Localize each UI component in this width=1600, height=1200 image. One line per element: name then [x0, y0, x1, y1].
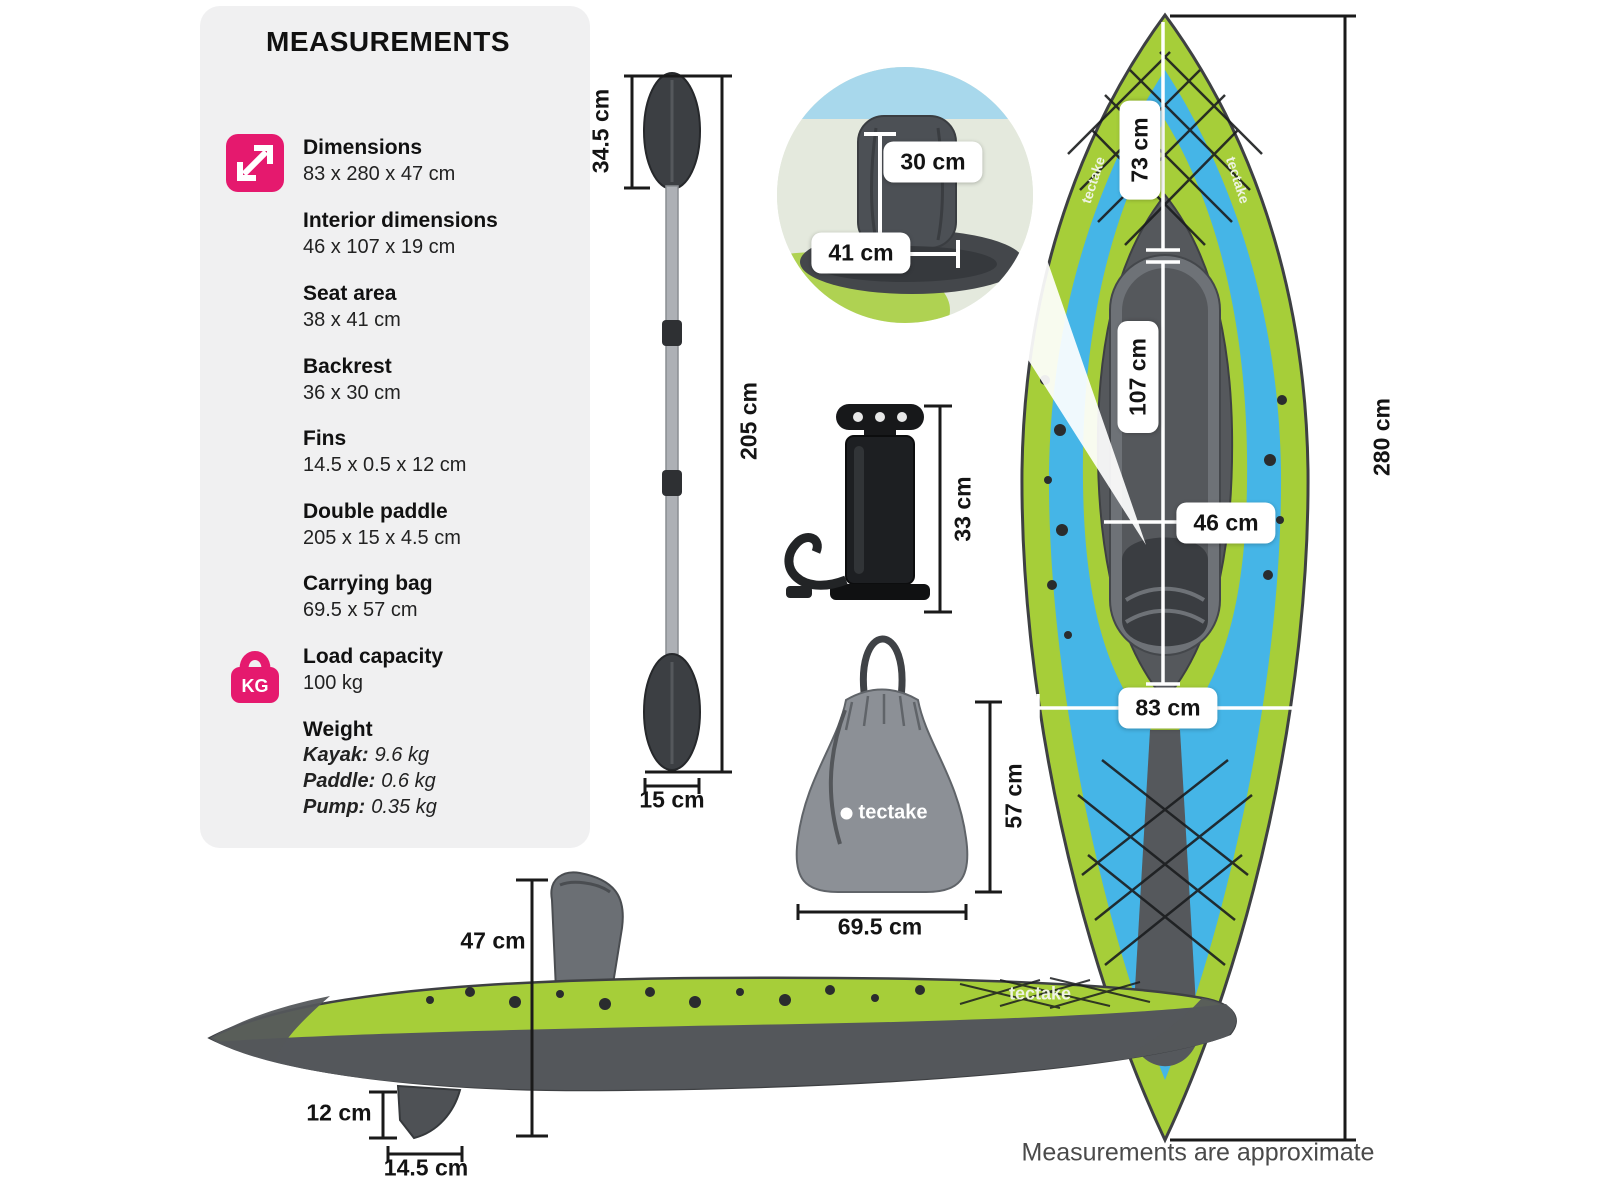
footer-note: Measurements are approximate — [1021, 1138, 1375, 1167]
label-bag-width: 69.5 cm — [837, 913, 923, 940]
bag-brand-logo: tectake — [840, 801, 928, 825]
spec-seat-area: Seat area 38 x 41 cm — [200, 282, 576, 333]
spec-value: 83 x 280 x 47 cm — [303, 163, 456, 186]
spec-fins: Fins 14.5 x 0.5 x 12 cm — [200, 427, 576, 478]
pump-measure-lines — [924, 404, 952, 614]
label-paddle-blade-width: 15 cm — [639, 786, 705, 813]
spec-label: Backrest — [303, 355, 392, 378]
spec-label: Dimensions — [303, 136, 423, 159]
label-paddle-blade-length: 34.5 cm — [587, 88, 614, 174]
label-cockpit-width: 46 cm — [1176, 502, 1276, 544]
spec-load-capacity: KG Load capacity 100 kg — [200, 645, 576, 703]
label-kayak-height: 47 cm — [460, 927, 526, 954]
spec-label: Weight — [303, 718, 373, 741]
tectake-logo-icon — [840, 807, 853, 819]
stern-netting — [1077, 759, 1253, 966]
pump-illustration — [784, 404, 930, 600]
label-cockpit-length: 107 cm — [1117, 320, 1159, 434]
spec-label: Seat area — [303, 282, 397, 305]
paddle-measure-lines — [624, 74, 732, 794]
spec-value: 100 kg — [303, 672, 364, 695]
side-netting — [959, 977, 1151, 1009]
kayak-top-view-illustration — [1020, 12, 1310, 1144]
spec-dimensions: Dimensions 83 x 280 x 47 cm — [200, 134, 576, 192]
weight-line-pump: Pump:0.35 kg — [303, 796, 437, 819]
kayak-white-measure-lines — [1036, 22, 1298, 722]
side-measure-lines — [369, 878, 548, 1162]
weight-line-paddle: Paddle:0.6 kg — [303, 770, 436, 793]
spec-interior-dimensions: Interior dimensions 46 x 107 x 19 cm — [200, 209, 576, 260]
panel-title: MEASUREMENTS — [266, 26, 511, 57]
spec-weight: Weight Kayak:9.6 kg Paddle:0.6 kg Pump:0… — [200, 718, 576, 820]
bag-measure-lines — [796, 700, 1002, 920]
kg-icon: KG — [226, 643, 286, 707]
kg-icon-text: KG — [242, 676, 269, 696]
bag-illustration — [795, 635, 969, 893]
label-pump-height: 33 cm — [949, 476, 976, 542]
dot-pattern-side — [426, 985, 925, 1010]
kayak-side-view-illustration — [207, 871, 1237, 1140]
label-seat-width: 41 cm — [811, 232, 911, 274]
dimensions-icon — [226, 134, 286, 198]
label-fin-height: 12 cm — [306, 1099, 372, 1126]
label-backrest-height: 30 cm — [883, 141, 983, 183]
spec-value: 14.5 x 0.5 x 12 cm — [303, 454, 467, 477]
label-kayak-length: 280 cm — [1368, 397, 1395, 477]
bag-brand-text: tectake — [858, 801, 928, 824]
fin — [396, 1084, 462, 1140]
label-bow-to-cockpit: 73 cm — [1119, 100, 1161, 200]
spec-label: Double paddle — [303, 500, 448, 523]
kayak-length-measure-line — [1170, 14, 1356, 1142]
spec-label: Load capacity — [303, 645, 444, 668]
label-fin-length: 14.5 cm — [383, 1154, 469, 1181]
spec-value: 69.5 x 57 cm — [303, 599, 418, 622]
spec-carrying-bag: Carrying bag 69.5 x 57 cm — [200, 572, 576, 623]
spec-backrest: Backrest 36 x 30 cm — [200, 355, 576, 406]
dot-pattern — [1040, 375, 1287, 639]
spec-double-paddle: Double paddle 205 x 15 x 4.5 cm — [200, 500, 576, 551]
spec-value: 205 x 15 x 4.5 cm — [303, 527, 461, 550]
spec-label: Interior dimensions — [303, 209, 498, 232]
spec-value: 46 x 107 x 19 cm — [303, 236, 456, 259]
weight-line-kayak: Kayak:9.6 kg — [303, 744, 430, 767]
label-bag-height: 57 cm — [1000, 763, 1027, 829]
label-paddle-total-length: 205 cm — [735, 381, 762, 461]
spec-value: 38 x 41 cm — [303, 309, 401, 332]
measurements-panel: MEASUREMENTS Dimensions 83 x 280 x 47 cm… — [200, 6, 590, 848]
label-kayak-width: 83 cm — [1118, 687, 1218, 729]
side-hull-brand-text: tectake — [1008, 983, 1072, 1004]
spec-label: Carrying bag — [303, 572, 433, 595]
paddle-illustration — [643, 72, 701, 771]
spec-label: Fins — [303, 427, 347, 450]
spec-value: 36 x 30 cm — [303, 382, 401, 405]
